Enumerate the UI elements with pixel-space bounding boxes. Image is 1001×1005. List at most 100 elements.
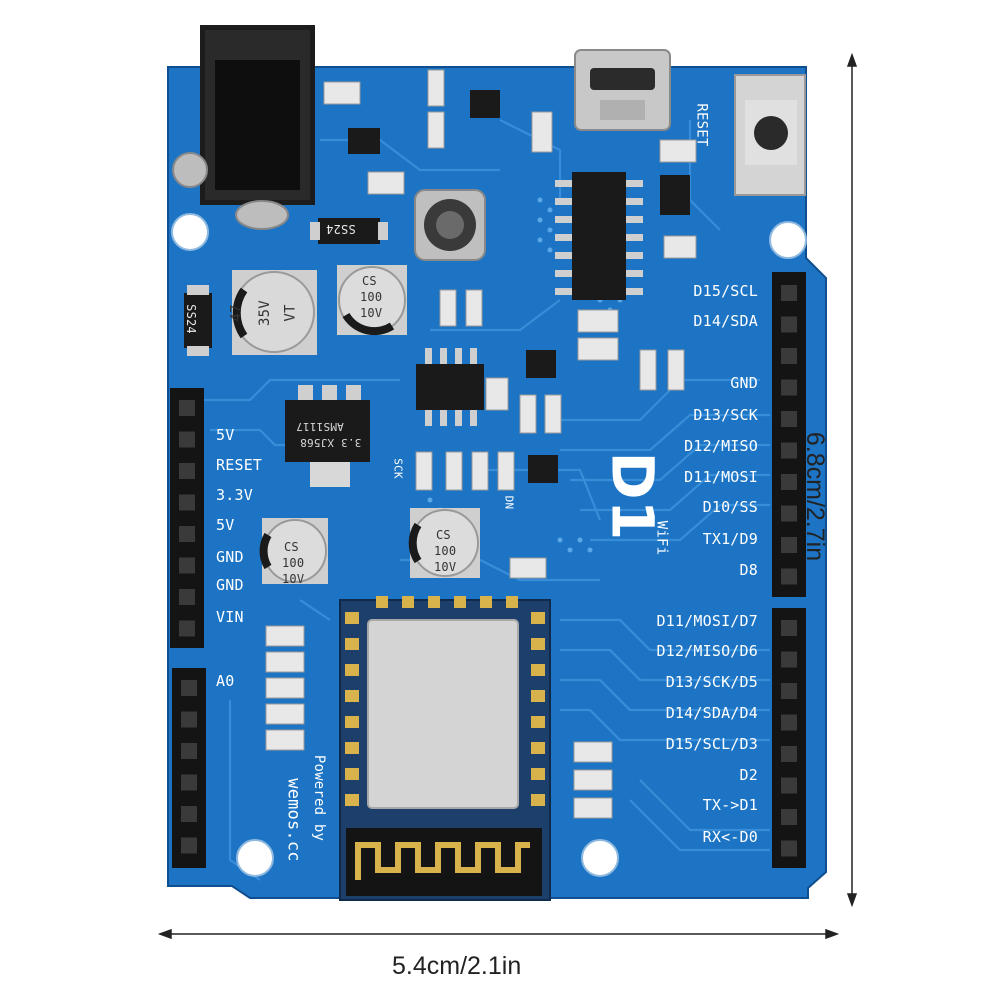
reset-button[interactable]: [734, 74, 806, 196]
header-pin-hole: [781, 442, 797, 459]
right-top-pin-label-6: D10/SS: [702, 498, 758, 516]
right-top-pin-label-4: D12/MISO: [684, 437, 758, 455]
mounting-holes: [171, 213, 807, 877]
left-pin-label-1: RESET: [216, 456, 263, 474]
right-top-pin-label-0: D15/SCL: [693, 282, 758, 300]
header-pin-hole: [781, 568, 797, 585]
reset-silk-label: RESET: [693, 103, 710, 147]
right-top-pin-label-3: D13/SCK: [693, 406, 758, 424]
smd-components: [265, 69, 697, 831]
right-bottom-pin-label-6: TX->D1: [702, 796, 758, 814]
header-pin-hole: [781, 348, 797, 364]
header-pin-hole: [781, 505, 797, 522]
header-pin-hole: [781, 777, 797, 794]
cap-top-text-1: CS: [362, 274, 377, 288]
powered-by-text: Powered by: [311, 754, 328, 842]
brand-text: wemos.cc: [283, 778, 304, 862]
cap-center-text-1: CS: [436, 528, 451, 542]
header-pin-hole: [781, 840, 797, 857]
diode-ss24-left: [184, 285, 212, 356]
left-header-power[interactable]: [170, 388, 204, 648]
header-pin-hole: [781, 537, 797, 553]
header-pin-hole: [781, 285, 797, 301]
header-pin-hole: [781, 683, 797, 699]
regulator-label-2: 3.3 XJ568: [300, 436, 362, 449]
micro-usb-port: [574, 49, 671, 131]
cap-left-text-2: 100: [282, 556, 305, 570]
right-top-pin-label-8: D8: [739, 561, 758, 579]
header-pin-hole: [179, 526, 195, 542]
cap-left-text-3: 10V: [282, 572, 305, 586]
header-pin-hole: [781, 809, 797, 825]
right-bottom-pin-label-5: D2: [739, 766, 758, 784]
capacitor-100uf-top: [337, 265, 407, 336]
header-pin-hole: [781, 746, 797, 762]
width-dimension-label: 5.4cm/2.1in: [392, 952, 522, 980]
cap-top-text-2: 100: [360, 290, 383, 304]
capacitor-100uf-center: [408, 508, 480, 578]
right-header-bottom[interactable]: [772, 608, 806, 868]
header-pin-hole: [781, 474, 797, 490]
dc-barrel-jack: [172, 25, 315, 230]
header-pin-hole: [781, 620, 797, 636]
cap-left-text-1: CS: [284, 540, 299, 554]
left-pin-label-3: 5V: [216, 516, 235, 534]
right-bottom-pin-label-4: D15/SCL/D3: [665, 735, 758, 753]
voltage-regulator: [285, 385, 370, 487]
header-pin-hole: [781, 411, 797, 427]
header-pin-hole: [179, 431, 195, 448]
header-pin-hole: [179, 557, 195, 574]
right-bottom-pin-label-1: D12/MISO/D6: [656, 642, 758, 660]
header-pin-hole: [179, 463, 195, 479]
left-pin-label-0: 5V: [216, 426, 235, 444]
header-pin-hole: [181, 806, 197, 822]
right-bottom-pin-label-7: RX<-D0: [702, 828, 758, 846]
left-header-analog[interactable]: [172, 668, 206, 868]
right-top-pin-label-7: TX1/D9: [702, 530, 758, 548]
height-dimension-label: 6.8cm/2.7in: [801, 431, 830, 562]
usb-serial-chip: [555, 172, 643, 300]
cap-large-text-2: 35V: [256, 300, 273, 326]
chip-mark-dn: DN: [502, 495, 516, 510]
header-pin-hole: [181, 680, 197, 696]
header-pin-hole: [181, 774, 197, 791]
chip-mark-sck: SCK: [391, 458, 405, 479]
header-pin-hole: [179, 589, 195, 605]
wifi-mark: WiFi: [653, 520, 670, 556]
analog-pin-label: A0: [216, 672, 235, 690]
left-pin-label-4: GND: [216, 548, 244, 566]
header-pin-hole: [781, 316, 797, 333]
diode-ss24-top: [310, 218, 388, 244]
diode-label-top: SS24: [326, 222, 356, 236]
header-pin-hole: [181, 711, 197, 728]
cap-large-text-1: 47: [228, 304, 245, 322]
header-pin-hole: [179, 620, 195, 637]
header-pin-hole: [781, 651, 797, 668]
header-pin-hole: [179, 494, 195, 511]
left-pin-label-5: GND: [216, 576, 244, 594]
right-bottom-pin-label-0: D11/MOSI/D7: [656, 612, 758, 630]
header-pin-hole: [181, 837, 197, 854]
capacitor-100uf-left: [259, 518, 328, 584]
cap-center-text-2: 100: [434, 544, 457, 558]
right-top-pin-label-1: D14/SDA: [693, 312, 758, 330]
esp8266-module: [339, 596, 551, 901]
right-top-pin-label-5: D11/MOSI: [684, 468, 758, 486]
pcb-traces: [200, 119, 770, 881]
header-pin-holes: [179, 285, 797, 857]
regulator-label-1: AMS1117: [296, 420, 344, 433]
right-top-pin-label-2: GND: [730, 374, 758, 392]
header-pin-hole: [181, 743, 197, 759]
diode-label-left: SS24: [183, 304, 198, 334]
header-pin-hole: [179, 400, 195, 416]
cap-center-text-3: 10V: [434, 560, 457, 574]
capacitor-47uf: [232, 270, 317, 355]
cap-large-text-3: VT: [282, 304, 299, 322]
left-pin-label-6: VIN: [216, 608, 244, 626]
inductor: [414, 189, 486, 261]
header-pin-hole: [781, 379, 797, 396]
power-ic: [416, 348, 484, 426]
cap-top-text-3: 10V: [360, 306, 383, 320]
